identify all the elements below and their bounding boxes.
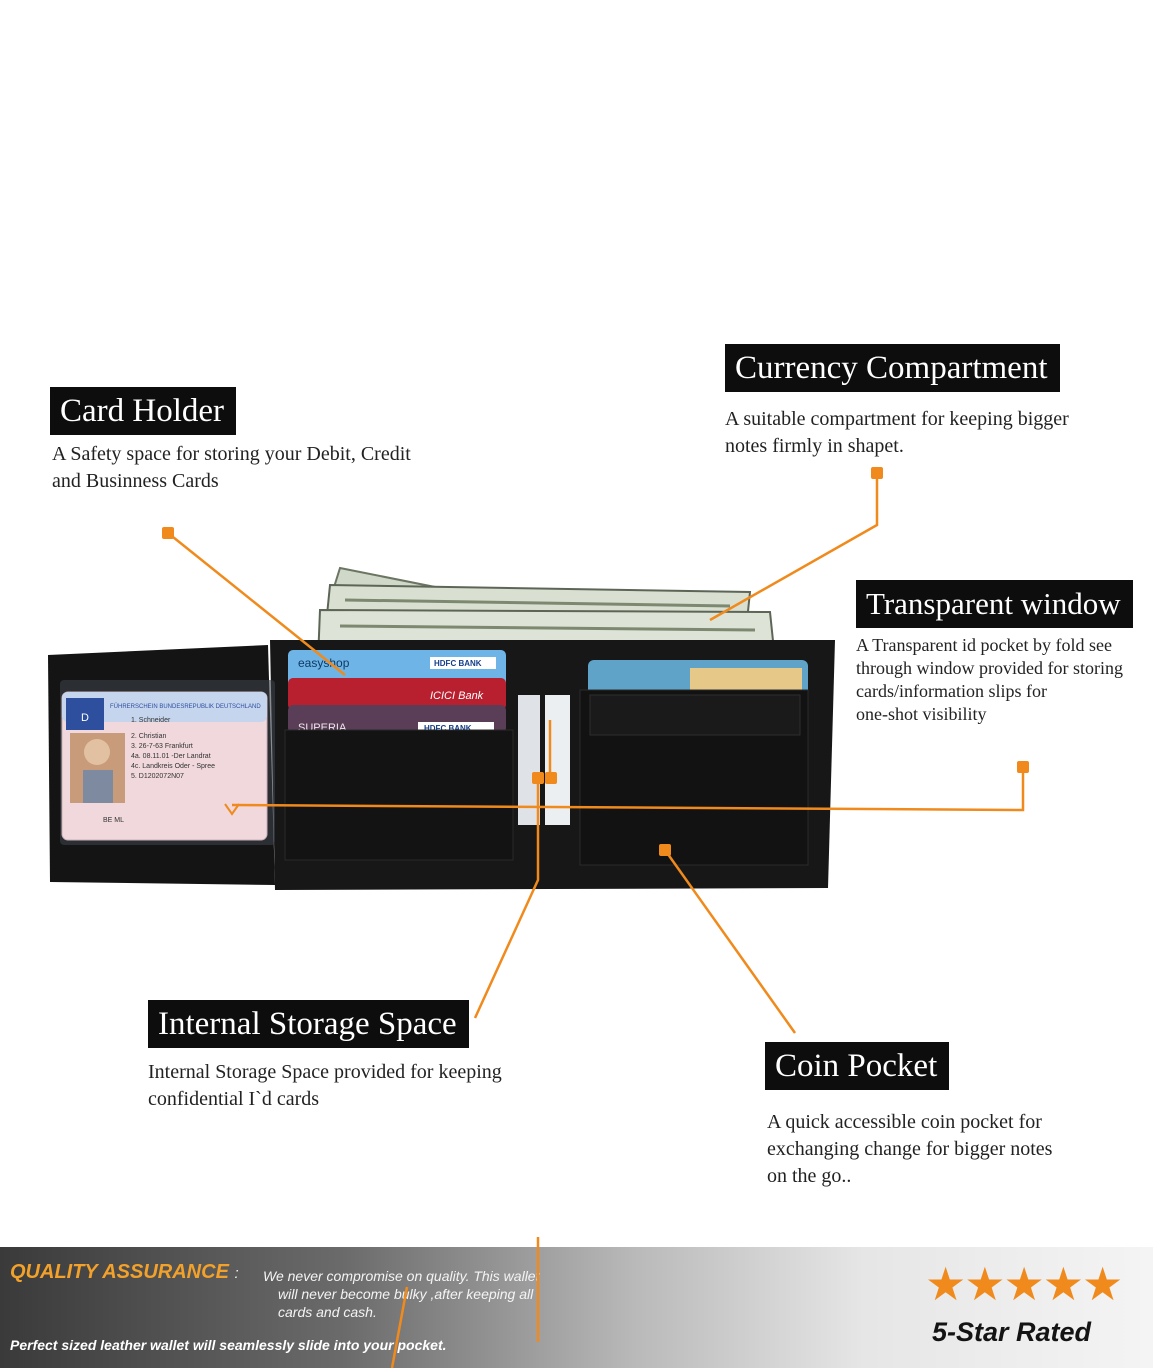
star-rating-text: 5-Star Rated (932, 1317, 1092, 1347)
pocket-fit-text: Perfect sized leather wallet will seamle… (10, 1337, 447, 1353)
quality-title-separator: : (234, 1265, 239, 1282)
internal-storage-title: Internal Storage Space (148, 1000, 469, 1048)
description-line: exchanging change for bigger notes (767, 1138, 1053, 1160)
description-line: and Businness Cards (52, 470, 219, 492)
banner-leader-lines (390, 1247, 540, 1368)
id-line: 2. Christian (131, 733, 167, 740)
id-card-flags: BE ML (103, 817, 124, 824)
id-card-lines: 1. Schneider 2. Christian 3. 26-7-63 Fra… (131, 717, 215, 780)
card-label: HDFC BANK (434, 659, 482, 668)
currency-compartment-title: Currency Compartment (725, 344, 1060, 392)
quality-title: QUALITY ASSURANCE : (10, 1261, 239, 1284)
leader-dots (162, 467, 1029, 856)
description-line: A quick accessible coin pocket for (767, 1111, 1042, 1133)
id-line: 4c. Landkreis Oder - Spree (131, 763, 215, 770)
leader-lines (167, 473, 1025, 1247)
card-holder-title: Card Holder (50, 387, 237, 435)
card-label: easyshop (298, 656, 350, 670)
id-window-arrow (224, 803, 240, 816)
id-line: 3. 26-7-63 Frankfurt (131, 743, 193, 750)
coin-pocket-title: Coin Pocket (765, 1042, 950, 1090)
description-line: through window provided for storing (856, 658, 1123, 678)
id-card-country: D (81, 712, 89, 724)
wallet-illustration: D FÜHRERSCHEIN BUNDESREPUBLIK DEUTSCHLAN… (48, 467, 1029, 1247)
transparent-window-title: Transparent window (856, 580, 1133, 628)
quality-line-1: We never compromise on quality. This wal… (263, 1268, 540, 1284)
card-holder-description: A Safety space for storing your Debit, C… (52, 441, 411, 495)
card-stack: easyshop HDFC BANK ICICI Bank SUPERIA HD… (284, 650, 570, 861)
transparent-window-description: A Transparent id pocket by fold see thro… (856, 634, 1123, 726)
description-line: on the go.. (767, 1165, 852, 1187)
id-line: 1. Schneider (131, 717, 171, 724)
card-label: ICICI Bank (430, 690, 484, 702)
id-card-header: FÜHRERSCHEIN BUNDESREPUBLIK DEUTSCHLAND (110, 703, 261, 710)
quality-line-3: cards and cash. (278, 1304, 377, 1320)
id-card: D FÜHRERSCHEIN BUNDESREPUBLIK DEUTSCHLAN… (61, 691, 268, 841)
quality-banner: QUALITY ASSURANCE : We never compromise … (0, 1247, 1153, 1368)
quality-title-text: QUALITY ASSURANCE (10, 1261, 229, 1283)
description-line: A suitable compartment for keeping bigge… (725, 408, 1069, 430)
five-star-icons: ★★★★★ (925, 1257, 1123, 1311)
id-line: 4a. 08.11.01 -Der Landrat (131, 753, 211, 760)
internal-storage-description: Internal Storage Space provided for keep… (148, 1059, 502, 1113)
currency-compartment-description: A suitable compartment for keeping bigge… (725, 406, 1069, 460)
description-line: notes firmly in shapet. (725, 435, 904, 457)
description-line: one-shot visibility (856, 704, 987, 724)
card-label: HDFC BANK (424, 724, 472, 733)
description-line: A Transparent id pocket by fold see (856, 635, 1112, 655)
coin-pocket-description: A quick accessible coin pocket for excha… (767, 1109, 1052, 1190)
coin-pocket-panel (579, 660, 809, 866)
id-line: 5. D1202072N07 (131, 773, 184, 780)
description-line: cards/information slips for (856, 681, 1047, 701)
description-line: confidential I`d cards (148, 1088, 320, 1110)
description-line: A Safety space for storing your Debit, C… (52, 443, 411, 465)
description-line: Internal Storage Space provided for keep… (148, 1061, 502, 1083)
